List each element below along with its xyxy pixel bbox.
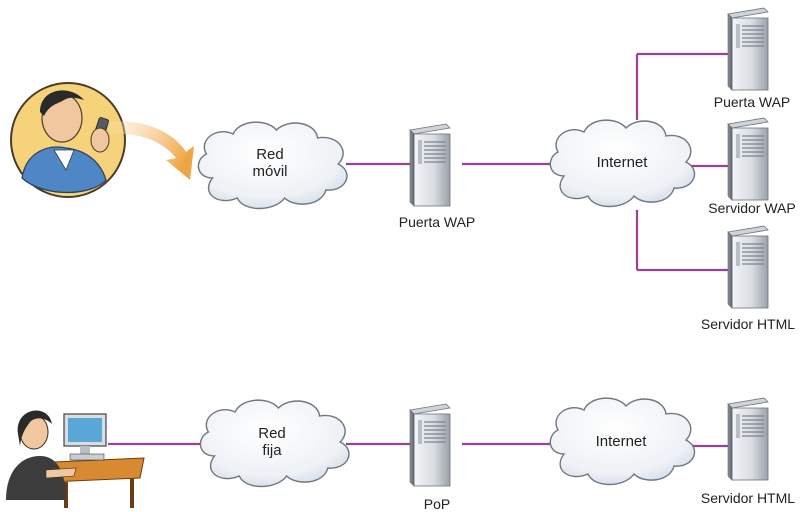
server-tower-icon [727, 225, 769, 309]
server-tower-icon [409, 123, 451, 207]
bottom-links [108, 442, 732, 448]
server-c-label: Servidor HTML [700, 316, 796, 332]
top-links [346, 52, 732, 272]
gateway-label: Puerta WAP [398, 214, 476, 230]
pop-label: PoP [423, 496, 451, 512]
arrow-icon [108, 121, 194, 180]
bottom-cloud1-line2: fija [262, 442, 282, 460]
man-with-phone-icon [10, 82, 126, 198]
top-cloud1-line2: móvil [252, 163, 288, 181]
server-tower-icon [727, 117, 769, 201]
server-tower-icon [727, 7, 769, 91]
top-cloud1-label: Red móvil [252, 146, 287, 181]
bottom-cloud1-line1: Red [258, 425, 286, 442]
bottom-cloud1-label: Red fija [258, 425, 286, 460]
bottom-server-label: Servidor HTML [700, 490, 796, 506]
server-a-label: Puerta WAP [713, 94, 791, 110]
server-b-label: Servidor WAP [708, 200, 796, 216]
bottom-internet-label: Internet [595, 433, 647, 450]
server-tower-icon [727, 397, 769, 481]
woman-at-computer-icon [6, 410, 145, 508]
server-tower-icon [409, 403, 451, 487]
top-internet-label: Internet [596, 154, 648, 171]
top-cloud1-line1: Red [256, 146, 284, 163]
